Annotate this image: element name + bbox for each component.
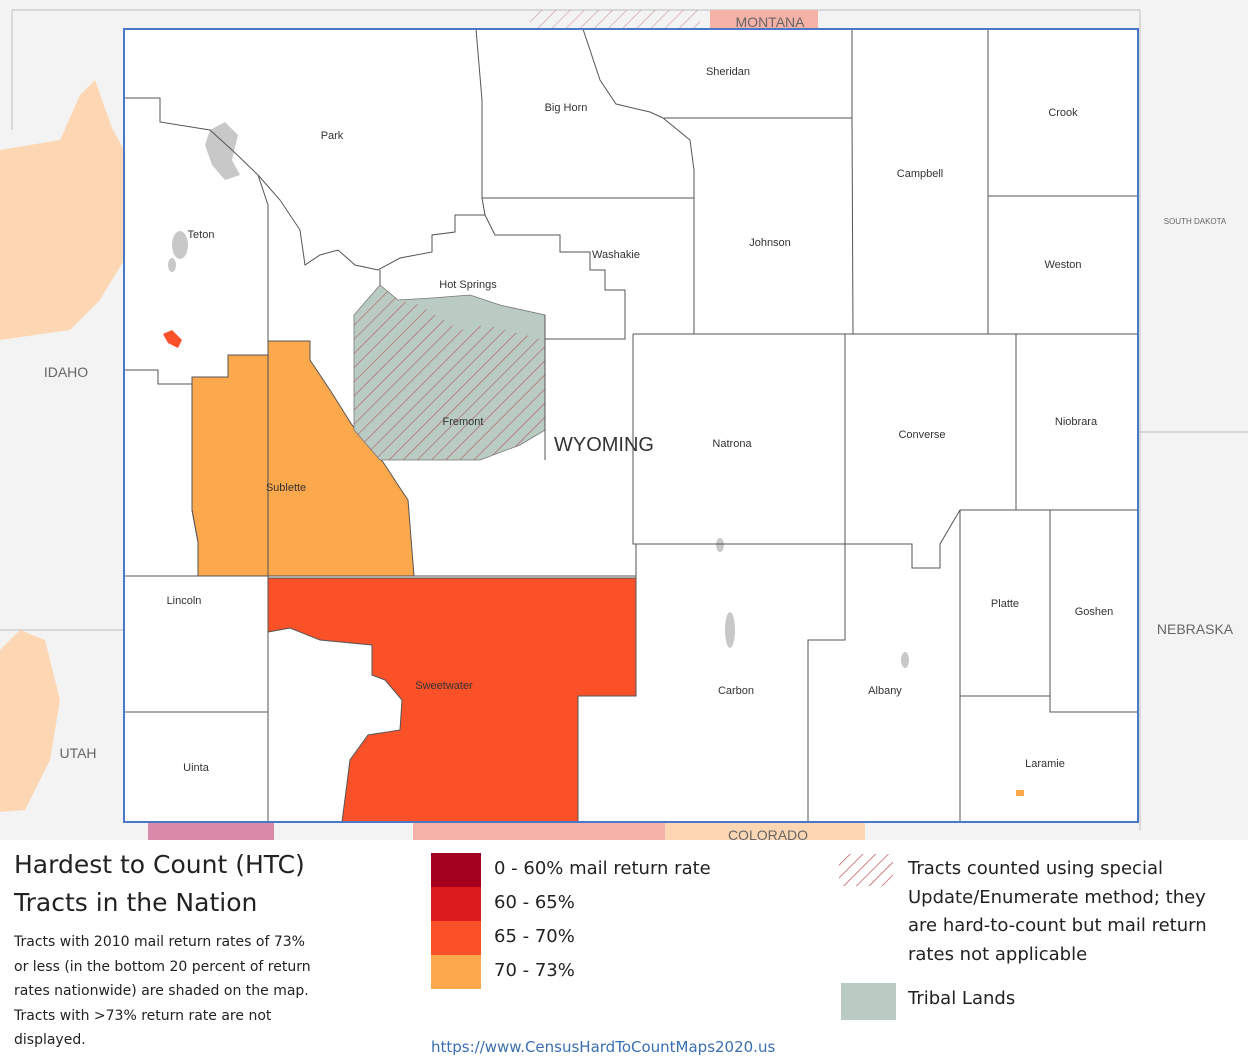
source-link[interactable]: https://www.CensusHardToCountMaps2020.us bbox=[431, 1038, 776, 1056]
label-colorado: COLORADO bbox=[728, 827, 808, 840]
county-label-fremont: Fremont bbox=[443, 416, 484, 428]
county-label-laramie: Laramie bbox=[1025, 758, 1065, 770]
legend-hatch-swatch bbox=[839, 854, 893, 886]
county-label-carbon: Carbon bbox=[718, 685, 754, 697]
county-label-converse: Converse bbox=[898, 429, 945, 441]
county-label-crook: Crook bbox=[1048, 107, 1078, 119]
legend-swatch bbox=[431, 955, 481, 989]
legend-special-method-label: Tracts counted using special Update/Enum… bbox=[908, 858, 1207, 965]
montana-tract-pink bbox=[710, 10, 818, 28]
county-label-park: Park bbox=[321, 130, 344, 142]
map-canvas: MONTANA IDAHO UTAH COLORADO SOUTH DAKOTA… bbox=[0, 0, 1248, 840]
legend-scale-label: 0 - 60% mail return rate bbox=[494, 858, 711, 879]
label-utah: UTAH bbox=[59, 745, 96, 761]
legend-scale-label: 65 - 70% bbox=[494, 926, 575, 947]
legend-scale-item: 70 - 73% bbox=[431, 955, 751, 989]
county-label-albany: Albany bbox=[868, 685, 902, 697]
montana-tract-hatch bbox=[530, 10, 700, 28]
lakes bbox=[168, 122, 909, 668]
legend-scale-item: 0 - 60% mail return rate bbox=[431, 853, 751, 887]
legend-tribal-label: Tribal Lands bbox=[908, 988, 1016, 1009]
label-wyoming: WYOMING bbox=[554, 434, 654, 456]
county-label-johnson: Johnson bbox=[749, 237, 791, 249]
legend-tribal-swatch bbox=[841, 983, 896, 1020]
county-label-weston: Weston bbox=[1044, 259, 1081, 271]
legend-title-line1: Hardest to Count (HTC) bbox=[14, 850, 305, 879]
county-label-sublette: Sublette bbox=[266, 482, 306, 494]
county-label-goshen: Goshen bbox=[1075, 606, 1114, 618]
county-label-campbell: Campbell bbox=[897, 168, 943, 180]
colorado-tract-light bbox=[665, 822, 865, 840]
teton-tract-red bbox=[163, 330, 182, 348]
legend-description: Tracts with 2010 mail return rates of 73… bbox=[14, 934, 311, 1048]
idaho-tract-light bbox=[0, 630, 60, 812]
county-label-teton: Teton bbox=[188, 229, 215, 241]
idaho-tract-light bbox=[0, 80, 124, 340]
laramie-tract-orange bbox=[1016, 790, 1024, 796]
colorado-tract-mauve bbox=[148, 822, 274, 840]
county-label-uinta: Uinta bbox=[183, 762, 210, 774]
colorado-tract-pink bbox=[413, 822, 665, 840]
county-label-washakie: Washakie bbox=[592, 249, 640, 261]
county-label-big-horn: Big Horn bbox=[545, 102, 588, 114]
label-idaho: IDAHO bbox=[44, 364, 88, 380]
legend-swatch bbox=[431, 853, 481, 887]
legend-scale-item: 60 - 65% bbox=[431, 887, 751, 921]
county-label-niobrara: Niobrara bbox=[1055, 416, 1098, 428]
legend-scale-label: 60 - 65% bbox=[494, 892, 575, 913]
label-nebraska: NEBRASKA bbox=[1157, 621, 1234, 637]
legend-title: Hardest to Count (HTC) Tracts in the Nat… bbox=[14, 846, 305, 922]
legend-scale-item: 65 - 70% bbox=[431, 921, 751, 955]
county-label-lincoln: Lincoln bbox=[167, 595, 202, 607]
legend-swatch bbox=[431, 921, 481, 955]
county-boundaries bbox=[124, 28, 1138, 822]
label-montana: MONTANA bbox=[736, 14, 806, 30]
legend-title-line2: Tracts in the Nation bbox=[14, 888, 258, 917]
special-method-hatch bbox=[354, 285, 545, 460]
county-fill-sweetwater bbox=[267, 577, 637, 823]
wyoming-border bbox=[123, 28, 1139, 823]
legend-scale-label: 70 - 73% bbox=[494, 960, 575, 981]
label-south-dakota: SOUTH DAKOTA bbox=[1164, 217, 1227, 226]
legend-swatch bbox=[431, 887, 481, 921]
county-label-sheridan: Sheridan bbox=[706, 66, 750, 78]
county-label-natrona: Natrona bbox=[712, 438, 752, 450]
county-label-hot-springs: Hot Springs bbox=[439, 279, 497, 291]
county-label-sweetwater: Sweetwater bbox=[415, 680, 473, 692]
county-label-platte: Platte bbox=[991, 598, 1019, 610]
